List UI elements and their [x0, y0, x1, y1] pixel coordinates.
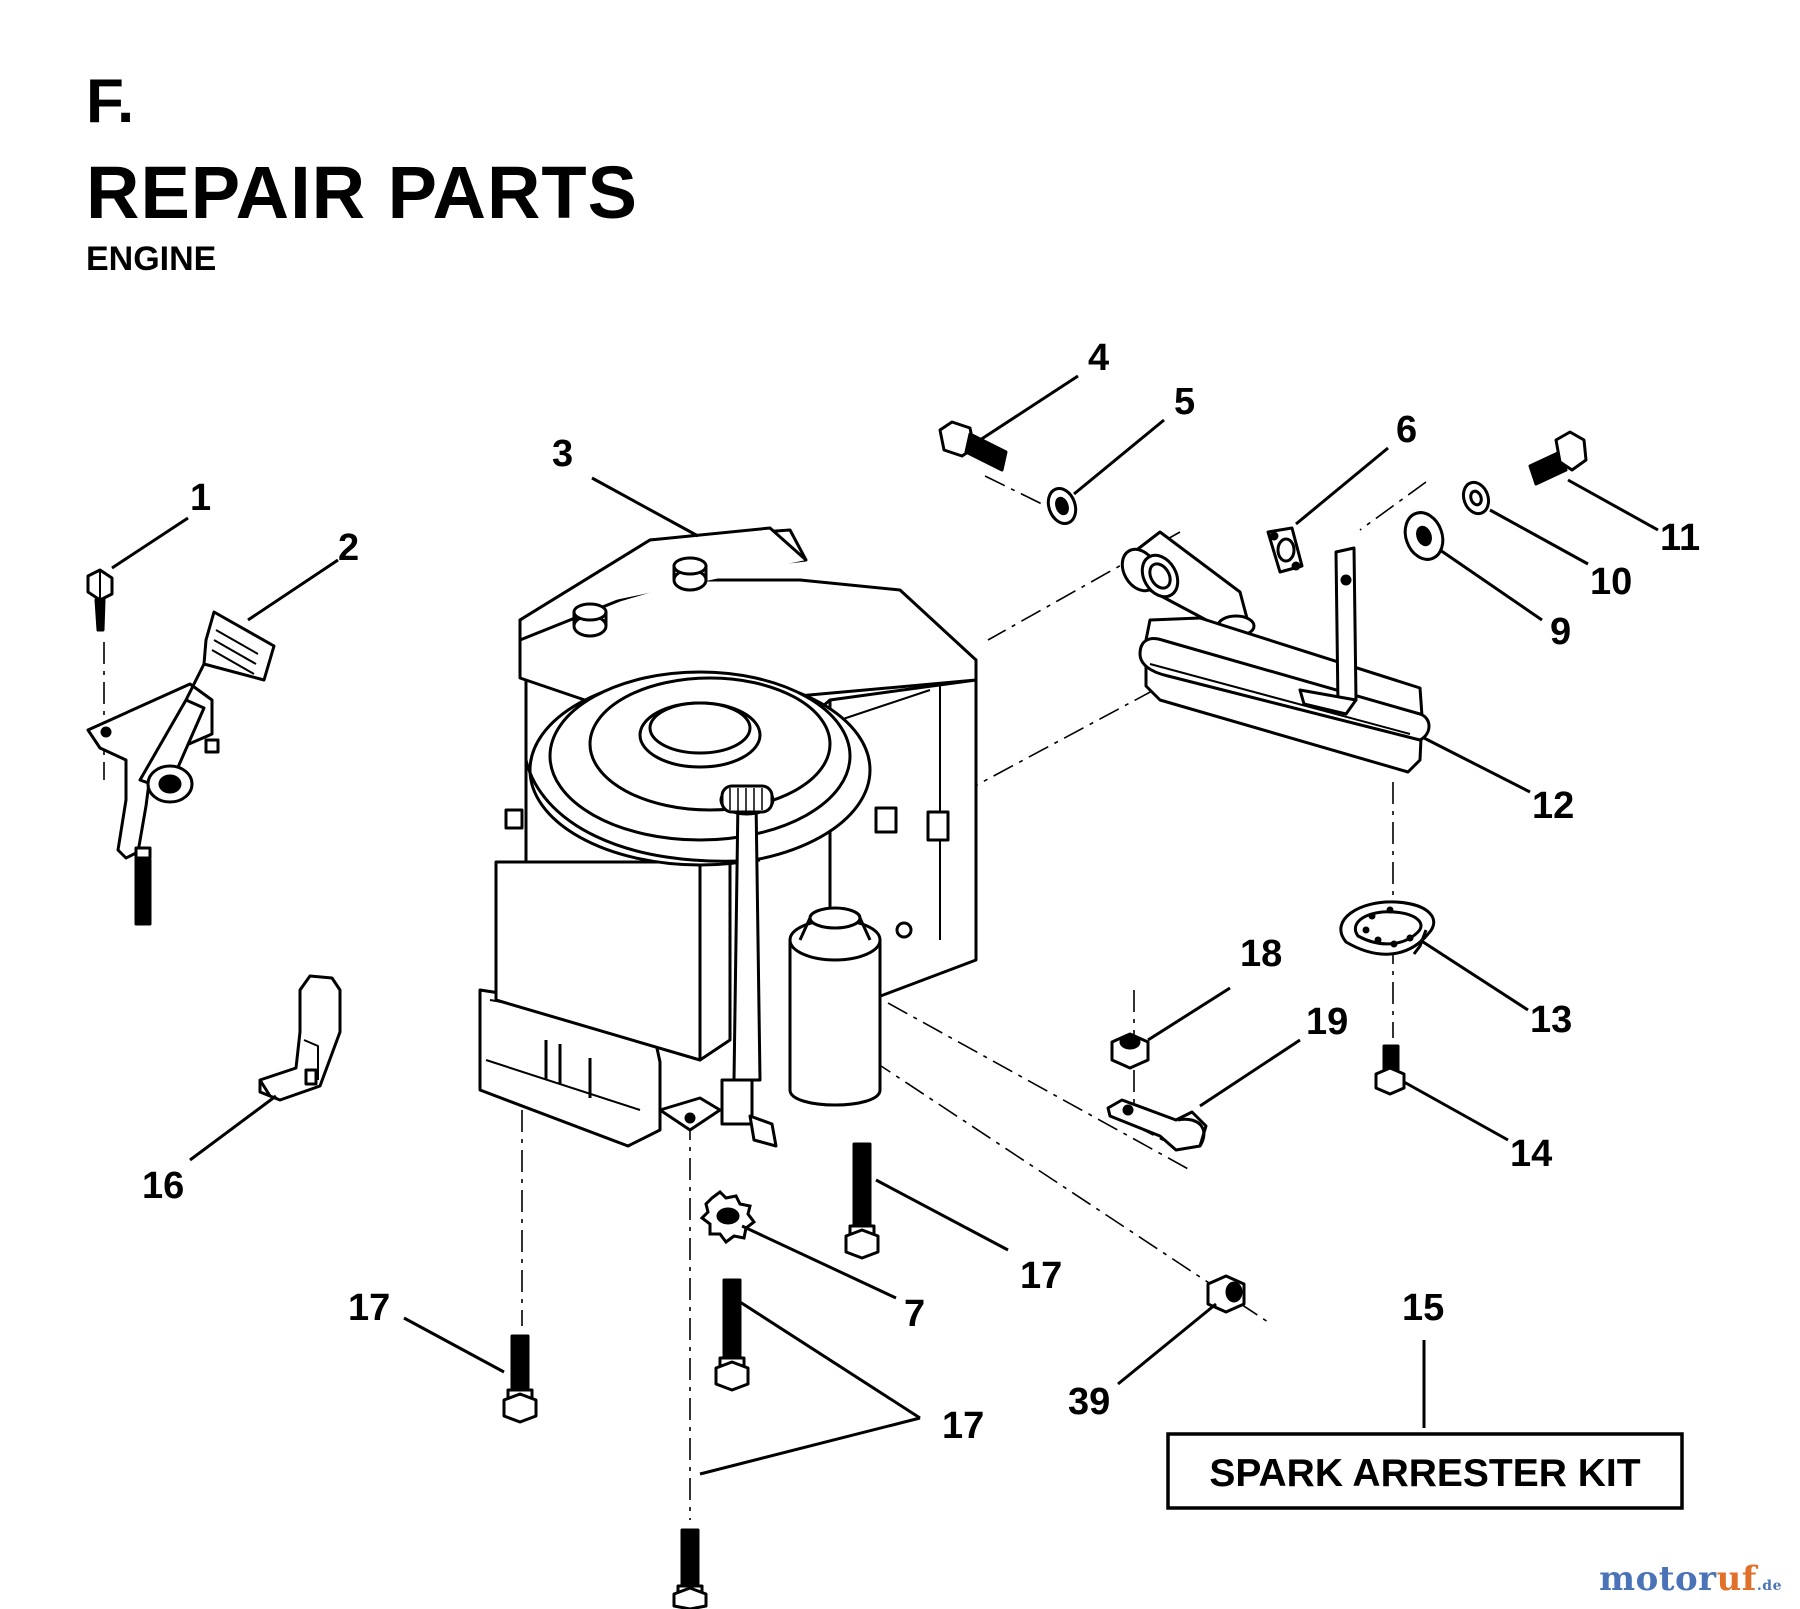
part-17-bolt: [844, 1142, 880, 1260]
part-2-throttle-bracket: [86, 610, 276, 926]
callout-2: 2: [338, 527, 359, 569]
spark-arrester-kit-label: SPARK ARRESTER KIT: [1209, 1452, 1640, 1495]
callout-17: 17: [348, 1287, 390, 1329]
callout-4: 4: [1088, 337, 1109, 379]
callout-19: 19: [1306, 1001, 1348, 1043]
section-letter: F.: [86, 67, 135, 136]
part-3-engine: [478, 526, 978, 1148]
callout-17: 17: [942, 1405, 984, 1447]
callout-13: 13: [1530, 999, 1572, 1041]
part-13-spark-arrester-screen: [1339, 900, 1436, 956]
part-17-bolt: [502, 1334, 538, 1424]
callout-39: 39: [1068, 1381, 1110, 1423]
part-17-bolt: [672, 1528, 708, 1609]
callout-16: 16: [142, 1165, 184, 1207]
part-4-bolt: [938, 420, 1008, 472]
part-5-washer: [1046, 487, 1078, 525]
part-16-clip: [258, 974, 342, 1102]
part-6-gasket: [1266, 526, 1304, 574]
part-1-bolt: [86, 568, 114, 632]
callout-labels: 1 2 3 4 5 6 7 9 10 11 12 13 14 15 16 17 …: [142, 337, 1700, 1447]
part-14-screw: [1374, 1044, 1406, 1096]
callout-12: 12: [1532, 785, 1574, 827]
part-7-lock-washer: [699, 1190, 757, 1245]
callout-11: 11: [1660, 517, 1700, 559]
callout-15: 15: [1402, 1287, 1444, 1329]
part-17-bolt: [714, 1278, 750, 1392]
part-10-washer: [1461, 480, 1491, 516]
callout-3: 3: [552, 433, 573, 475]
leader-lines: [111, 374, 1659, 1476]
callout-14: 14: [1510, 1133, 1552, 1175]
callout-10: 10: [1590, 561, 1632, 603]
part-9-washer: [1403, 511, 1445, 561]
exhaust-elbow: [1120, 530, 1256, 638]
callout-6: 6: [1396, 409, 1417, 451]
callout-9: 9: [1550, 611, 1571, 653]
spark-arrester-kit-box: SPARK ARRESTER KIT: [1166, 1432, 1684, 1510]
page-subtitle: ENGINE: [86, 240, 217, 278]
page-title: REPAIR PARTS: [86, 151, 638, 234]
callout-18: 18: [1240, 933, 1282, 975]
part-12-muffler: [1138, 546, 1431, 774]
watermark-logo: motoruf.de: [1599, 1559, 1782, 1599]
callout-17: 17: [1020, 1255, 1062, 1297]
callout-1: 1: [190, 477, 211, 519]
part-39-nut: [1206, 1274, 1246, 1314]
part-11-bolt: [1528, 430, 1588, 486]
callout-7: 7: [904, 1293, 925, 1335]
part-18-nut: [1110, 1032, 1150, 1070]
callout-5: 5: [1174, 381, 1195, 423]
part-19-clamp: [1106, 1098, 1208, 1152]
